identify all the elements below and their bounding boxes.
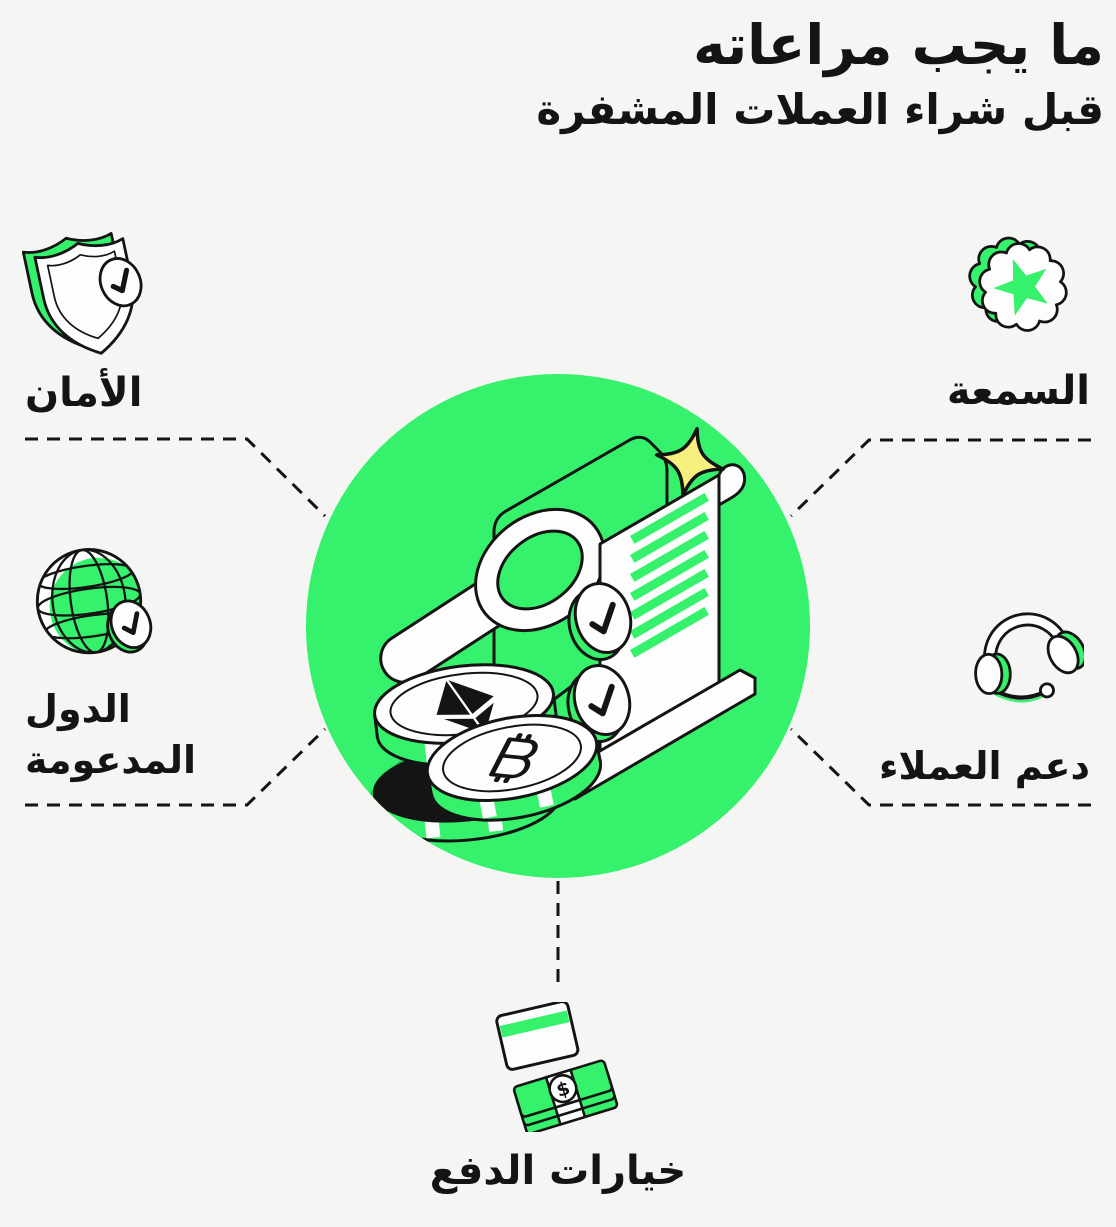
connector-security: [25, 437, 327, 518]
scroll-curl: [717, 463, 747, 507]
magnifying-glass-icon: [474, 507, 606, 633]
cash-stack-icon: $: [512, 1059, 619, 1132]
bitcoin-coin-icon: [425, 713, 603, 822]
factor-label-payment-options: خيارات الدفع: [429, 1148, 687, 1194]
factor-label-line1: الدول: [25, 687, 131, 731]
mic-icon: [1038, 682, 1055, 699]
factor-label-security: الأمان: [25, 370, 143, 416]
factor-label-line2: المدعومة: [25, 738, 197, 783]
factor-label-customer-support: دعم العملاء: [879, 744, 1090, 788]
crypto-research-illustration: [306, 374, 810, 878]
star-seal-icon: [968, 236, 1068, 332]
page-subtitle: قبل شراء العملات المشفرة: [536, 85, 1104, 135]
star-icon: [993, 259, 1048, 316]
ear-cup: [1046, 630, 1084, 675]
sparkle-icon: [654, 426, 726, 498]
ear-cup: [974, 652, 1012, 696]
page-title: ما يجب مراعاته: [693, 13, 1104, 77]
scroll-text-lines: [630, 493, 709, 658]
globe-check-icon: [35, 548, 153, 656]
header: ما يجب مراعاته قبل شراء العملات المشفرة: [536, 13, 1104, 136]
check-badge: [106, 599, 153, 654]
dollar-sign-icon: $: [554, 1078, 573, 1102]
checkmark-circle: [567, 582, 633, 661]
factor-label-reputation: السمعة: [946, 368, 1090, 414]
credit-card-icon: [495, 1002, 580, 1071]
check-badge: [98, 257, 143, 308]
shield-check-icon: [22, 232, 143, 355]
factor-label-supported-countries: الدول المدعومة: [25, 684, 255, 787]
connector-reputation: [789, 438, 1091, 518]
credit-card-cash-icon: $: [495, 1002, 619, 1132]
headset-icon: [974, 612, 1084, 703]
